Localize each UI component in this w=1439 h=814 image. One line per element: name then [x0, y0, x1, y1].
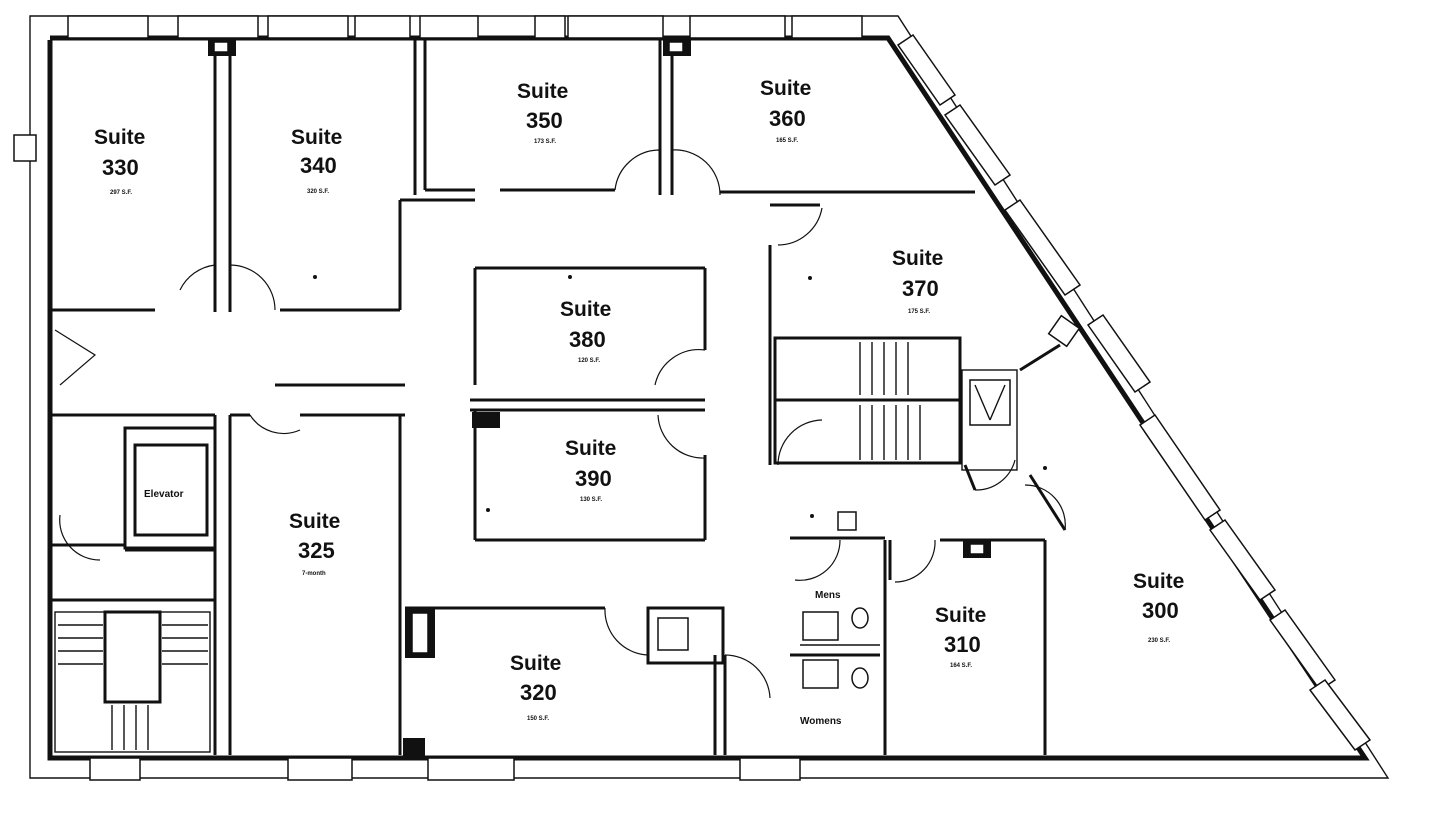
suite-325-number: 325: [298, 538, 335, 563]
suite-320-title: Suite: [510, 652, 561, 675]
suite-350: Suite 350 173 S.F.: [517, 80, 568, 145]
suite-370: Suite 370 175 S.F.: [892, 247, 943, 315]
suite-340-title: Suite: [291, 126, 342, 149]
suite-300-area: 230 S.F.: [1148, 638, 1170, 644]
suite-320-number: 320: [520, 680, 557, 705]
suite-390: Suite 390 130 S.F.: [565, 437, 616, 503]
door-swings: [54, 149, 1066, 699]
womens-label: Womens: [800, 716, 842, 727]
suite-300-title: Suite: [1133, 570, 1184, 593]
elevator: Elevator: [123, 426, 217, 550]
suite-300: Suite 300 230 S.F.: [1133, 570, 1184, 644]
suite-320-area: 150 S.F.: [527, 716, 549, 722]
outlet-markers: [313, 275, 1047, 518]
suite-310: Suite 310 164 S.F.: [935, 604, 986, 669]
suite-325-title: Suite: [289, 510, 340, 533]
columns: [208, 38, 1081, 758]
suite-340-number: 340: [300, 153, 337, 178]
suite-310-title: Suite: [935, 604, 986, 627]
suite-370-title: Suite: [892, 247, 943, 270]
suite-340-area: 320 S.F.: [307, 189, 329, 195]
mens-label: Mens: [815, 590, 841, 601]
interior-walls: [50, 38, 1067, 755]
suite-360: Suite 360 165 S.F.: [760, 77, 811, 144]
suite-325-area: 7-month: [302, 571, 326, 577]
suite-390-number: 390: [575, 466, 612, 491]
suite-310-number: 310: [944, 632, 981, 657]
elevator-label: Elevator: [144, 489, 184, 500]
stairs-east: [859, 342, 1011, 460]
suite-350-number: 350: [526, 108, 563, 133]
suite-350-title: Suite: [517, 80, 568, 103]
suite-370-number: 370: [902, 276, 939, 301]
suite-340: Suite 340 320 S.F.: [291, 126, 342, 195]
windows: [13, 15, 1372, 781]
suite-330-area: 297 S.F.: [110, 190, 132, 196]
suite-325: Suite 325 7-month: [289, 510, 340, 577]
suite-360-number: 360: [769, 106, 806, 131]
suite-380: Suite 380 120 S.F.: [560, 298, 611, 364]
suite-370-area: 175 S.F.: [908, 309, 930, 315]
suite-390-title: Suite: [565, 437, 616, 460]
stairs-west: [54, 610, 211, 753]
suite-300-number: 300: [1142, 598, 1179, 623]
suite-350-area: 173 S.F.: [534, 139, 556, 145]
suite-380-number: 380: [569, 327, 606, 352]
suite-330-title: Suite: [94, 126, 145, 149]
suite-320: Suite 320 150 S.F.: [510, 652, 561, 722]
restroom-fixtures: Mens Womens: [800, 590, 880, 727]
suite-310-area: 164 S.F.: [950, 663, 972, 669]
suite-330: Suite 330 297 S.F.: [94, 126, 145, 196]
suite-390-area: 130 S.F.: [580, 497, 602, 503]
suite-360-title: Suite: [760, 77, 811, 100]
suite-380-title: Suite: [560, 298, 611, 321]
suite-360-area: 165 S.F.: [776, 138, 798, 144]
suite-330-number: 330: [102, 155, 139, 180]
suite-380-area: 120 S.F.: [578, 358, 600, 364]
